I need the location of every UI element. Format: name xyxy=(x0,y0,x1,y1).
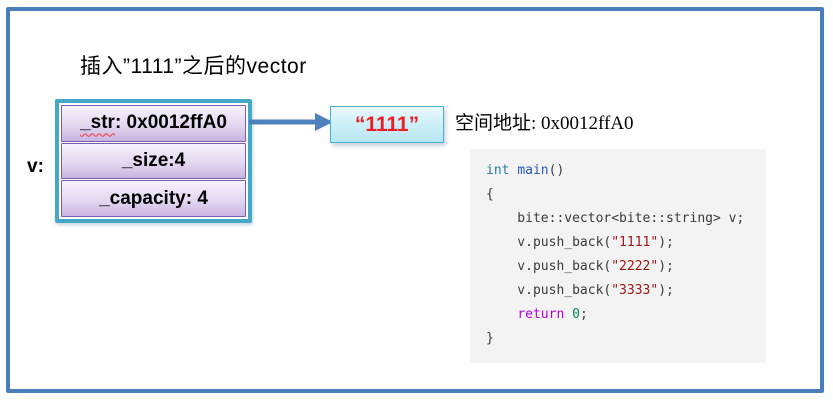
heap-string-text: “1111” xyxy=(354,112,420,136)
str-field-value: : 0x0012ffA0 xyxy=(114,112,227,134)
code-line: v.push_back("1111"); xyxy=(486,235,674,250)
vector-struct-box: _str: 0x0012ffA0 _size:4 _capacity: 4 xyxy=(55,99,252,223)
size-field-cell: _size:4 xyxy=(61,142,246,180)
code-line: v.push_back("2222"); xyxy=(486,259,674,274)
pointer-arrow-icon xyxy=(249,113,333,131)
str-field-cell: _str: 0x0012ffA0 xyxy=(61,105,246,142)
code-line: return 0; xyxy=(517,307,588,322)
diagram-title: 插入”1111”之后的vector xyxy=(80,55,307,78)
heap-string-block: “1111” xyxy=(330,106,444,143)
capacity-field-cell: _capacity: 4 xyxy=(61,180,246,218)
heap-address-label: 空间地址: 0x0012ffA0 xyxy=(455,113,634,134)
code-line: bite::vector<bite::string> v; xyxy=(486,211,745,226)
vector-variable-label: v: xyxy=(27,156,44,177)
code-line: { xyxy=(486,187,494,202)
code-block: int main(){ bite::vector<bite::string> v… xyxy=(470,149,766,363)
capacity-field-text: _capacity: 4 xyxy=(99,187,208,209)
code-line: v.push_back("3333"); xyxy=(486,283,674,298)
size-field-text: _size:4 xyxy=(121,150,186,171)
code-line: int main() xyxy=(486,163,565,178)
code-line: } xyxy=(486,331,494,346)
str-field-name: _str xyxy=(80,112,115,134)
slide-outer-frame xyxy=(6,7,824,393)
